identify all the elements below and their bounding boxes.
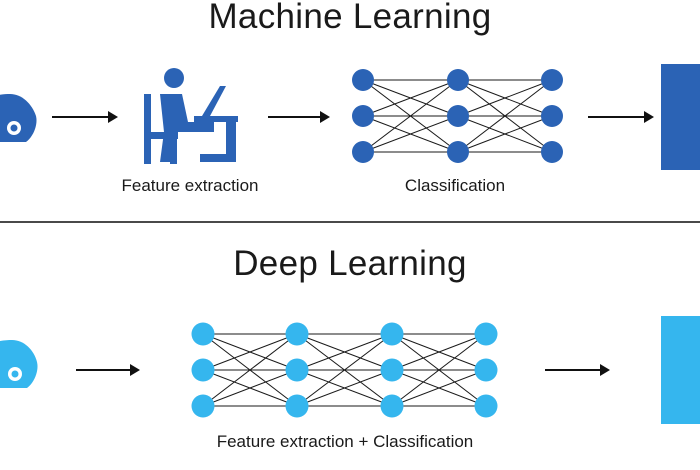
ml-network-node (541, 69, 563, 91)
dl-neural-network (191, 322, 498, 418)
ml-network-node (541, 141, 563, 163)
ml-network-connection (457, 79, 553, 153)
ml-title: Machine Learning (208, 0, 492, 36)
dl-network-connection (202, 333, 298, 371)
dl-network-node (474, 358, 498, 382)
classification-label: Classification (404, 176, 506, 195)
dl-network-node (191, 394, 215, 418)
dl-title: Deep Learning (233, 244, 467, 283)
dl-network-connection (391, 333, 487, 407)
ml-network-connection (362, 115, 459, 153)
arrow-icon (545, 364, 610, 376)
ml-network-node (352, 105, 374, 127)
arrow-icon (588, 111, 654, 123)
section-divider (0, 221, 700, 223)
dl-network-node (191, 358, 215, 382)
ml-network-node (447, 69, 469, 91)
person-at-desk-icon (144, 68, 238, 164)
dl-network-node (474, 322, 498, 346)
dl-network-node (285, 394, 309, 418)
arrow-icon (52, 111, 118, 123)
feature-extraction-classification-label: Feature extraction + Classification (216, 432, 474, 451)
dl-network-connection (202, 333, 298, 407)
ml-network-connection (362, 79, 459, 117)
dl-network-connection (296, 333, 393, 407)
dl-network-node (380, 394, 404, 418)
ml-network-node (447, 141, 469, 163)
car-icon (0, 94, 37, 142)
dl-network-node (380, 322, 404, 346)
feature-extraction-label: Feature extraction (121, 176, 259, 195)
arrow-icon (268, 111, 330, 123)
ml-pipeline (0, 64, 700, 170)
ml-network-connection (457, 79, 553, 117)
ml-neural-network (352, 69, 563, 163)
ml-network-connection (362, 79, 459, 153)
ml-network-node (541, 105, 563, 127)
arrow-icon (76, 364, 140, 376)
dl-network-connection (391, 333, 487, 371)
output-block (661, 316, 700, 424)
dl-network-connection (391, 369, 487, 407)
dl-network-node (474, 394, 498, 418)
dl-pipeline (0, 316, 700, 424)
dl-network-connection (202, 369, 298, 407)
dl-network-connection (296, 333, 393, 371)
dl-network-node (285, 358, 309, 382)
output-block (661, 64, 700, 170)
ml-network-node (352, 69, 374, 91)
car-icon (0, 340, 38, 388)
ml-network-connection (457, 115, 553, 153)
dl-network-connection (296, 369, 393, 407)
dl-network-node (191, 322, 215, 346)
dl-network-node (285, 322, 309, 346)
dl-network-node (380, 358, 404, 382)
ml-network-node (352, 141, 374, 163)
ml-network-node (447, 105, 469, 127)
